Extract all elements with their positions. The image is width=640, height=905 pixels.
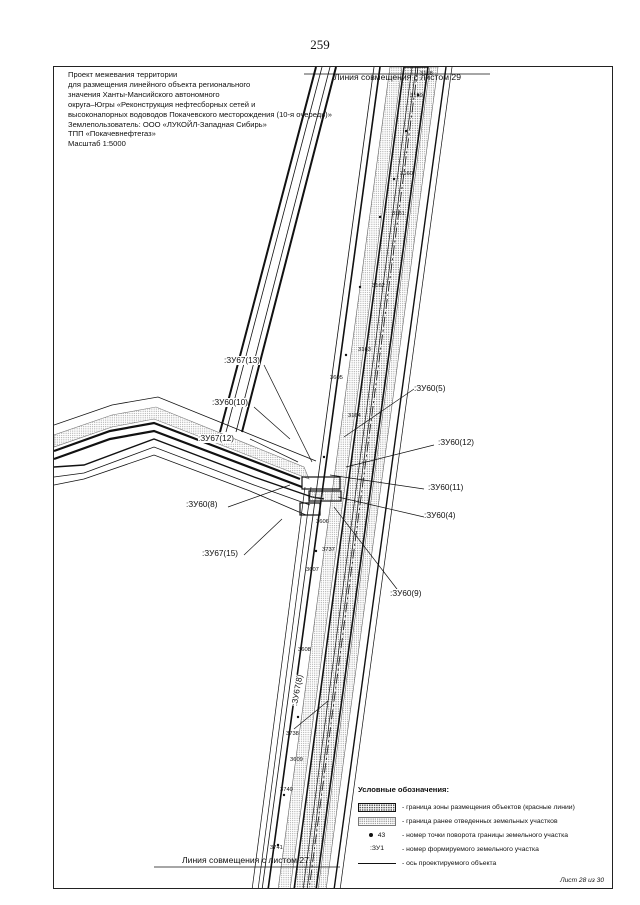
previous-parcel-symbol	[358, 816, 396, 826]
match-line-top: Линия совмещения с листом 29	[334, 72, 461, 82]
legend-title: Условные обозначения:	[358, 785, 450, 794]
point-number: 3164	[348, 413, 361, 419]
legend-label: - номер точки поворота границы земельног…	[402, 831, 569, 839]
legend-row: - граница ранее отведенных земельных уча…	[358, 814, 608, 828]
legend-label: - ось проектируемого объекта	[402, 859, 497, 867]
legend: Условные обозначения: - граница зоны раз…	[358, 785, 608, 870]
parcel-label: :ЗУ60(10)	[212, 398, 248, 407]
point-number: 3159	[410, 93, 423, 99]
legend-row: :ЗУ1 - номер формируемого земельного уча…	[358, 842, 608, 856]
legend-label: - граница ранее отведенных земельных уча…	[402, 817, 558, 825]
parcel-label: :ЗУ60(5)	[414, 384, 446, 393]
header-line: Проект межевания территории	[68, 70, 178, 79]
map-sheet: Проект межевания территории для размещен…	[53, 66, 613, 889]
scale-label: Масштаб 1:5000	[68, 139, 126, 149]
header-line: для размещения линейного объекта региона…	[68, 79, 251, 89]
point-number: 3605	[330, 375, 343, 381]
parcel-label: :ЗУ60(8)	[186, 500, 218, 509]
point-number: 3738	[286, 731, 299, 737]
axis-symbol	[358, 859, 396, 868]
point-number: 3162	[372, 283, 385, 289]
legend-label: - номер формируемого земельного участка	[402, 845, 539, 853]
parcel-label: :ЗУ67(15)	[202, 549, 238, 558]
point-number: 3158	[420, 71, 433, 77]
legend-row: - граница зоны размещения объектов (крас…	[358, 800, 608, 814]
match-line-bottom: Линия совмещения с листом 27	[182, 855, 309, 865]
crossing-corridor	[54, 396, 325, 516]
point-number: 3609	[290, 757, 303, 763]
left-corridor	[219, 67, 337, 433]
point-number: 3741	[270, 845, 283, 851]
header-line: значения Ханты-Мансийского автономного	[68, 89, 220, 99]
point-sample: 43	[377, 831, 386, 839]
project-header: Проект межевания территории для размещен…	[68, 70, 332, 149]
red-line-zone-symbol	[358, 802, 396, 812]
legend-row: 43 - номер точки поворота границы земель…	[358, 828, 608, 842]
header-line: округа–Югры «Реконструкция нефтесборных …	[68, 99, 256, 109]
point-number: 3740	[280, 787, 293, 793]
point-number: 3161	[392, 211, 405, 217]
point-dot-icon	[368, 833, 373, 837]
legend-row: - ось проектируемого объекта	[358, 856, 608, 870]
page-number: 259	[310, 37, 330, 52]
parcel-label: :ЗУ60(12)	[438, 438, 474, 447]
main-corridor-zone	[293, 67, 429, 888]
parcel-label: :ЗУ60(11)	[428, 483, 464, 492]
turning-point-symbol: 43	[358, 831, 396, 840]
parcel-label: :ЗУ60(4)	[424, 511, 456, 520]
point-number: 3608	[298, 647, 311, 653]
legend-label: - граница зоны размещения объектов (крас…	[402, 803, 575, 811]
parcel-label: :ЗУ60(9)	[390, 589, 422, 598]
point-number: 3163	[358, 347, 371, 353]
parcel-label: :ЗУ67(12)	[198, 434, 234, 443]
map-drawing	[54, 67, 490, 888]
point-number: 3160	[400, 171, 413, 177]
point-number: 3607	[306, 567, 319, 573]
header-line: ТПП «Покачевнефтегаз»	[68, 129, 156, 139]
sheet-number: Лист 28 из 30	[560, 877, 604, 884]
parcel-number-symbol: :ЗУ1	[369, 844, 384, 852]
header-line: высоконапорных водоводов Покачевского ме…	[68, 109, 332, 119]
point-number: 3737	[322, 547, 335, 553]
header-line: Землепользователь: ООО «ЛУКОЙЛ-Западная …	[68, 119, 267, 129]
point-number: 3606	[316, 519, 329, 525]
parcel-label: :ЗУ67(13)	[224, 356, 260, 365]
